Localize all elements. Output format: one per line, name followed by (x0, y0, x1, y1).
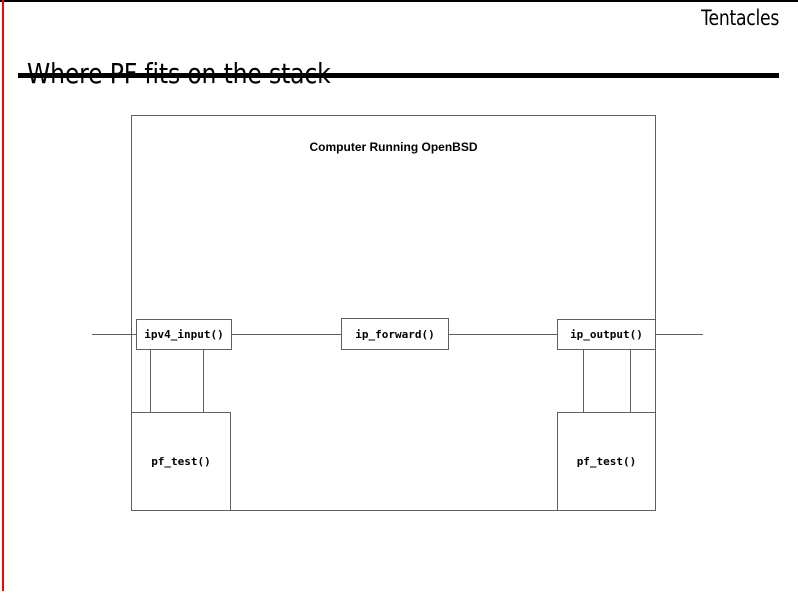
computer-boundary-box (131, 115, 656, 511)
left-accent-rule (2, 0, 4, 591)
wire-ipv4input-to-ipforward (232, 334, 341, 335)
connector-right-inner (630, 350, 631, 412)
wire-external-in (92, 334, 136, 335)
title-underline-rule (18, 73, 779, 78)
function-box-ip-forward[interactable]: ip_forward() (341, 318, 449, 350)
top-border-rule (0, 0, 798, 2)
wire-external-out (656, 334, 703, 335)
connector-right-outer (583, 350, 584, 412)
machine-label: Computer Running OpenBSD (309, 140, 478, 154)
deck-name: Tentacles (700, 6, 779, 30)
pf-test-outbound-label: pf_test() (576, 455, 637, 468)
function-box-pf-test-outbound[interactable]: pf_test() (557, 412, 656, 511)
function-box-ipv4-input[interactable]: ipv4_input() (136, 319, 232, 350)
wire-ipforward-to-ipoutput (449, 334, 557, 335)
function-box-ip-output[interactable]: ip_output() (557, 319, 656, 350)
connector-left-inner (203, 350, 204, 412)
pf-test-inbound-label: pf_test() (151, 455, 211, 468)
connector-left-outer (150, 350, 151, 412)
function-box-pf-test-inbound[interactable]: pf_test() (131, 412, 231, 511)
